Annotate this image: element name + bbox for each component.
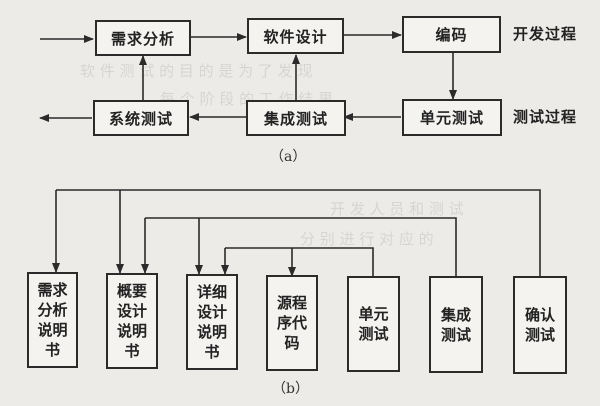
system-test-box: 系统测试 (93, 100, 189, 136)
software-design-box: 软件设计 (247, 18, 344, 54)
high-level-design-spec-label: 概要设计说明书 (116, 282, 147, 360)
acceptance-test-phase-label: 确认测试 (524, 306, 555, 344)
unit-test-phase-box: 单元测试 (347, 276, 400, 372)
development-process-label: 开发过程 (513, 25, 578, 43)
link-integration-test (145, 217, 457, 276)
testing-process-label: 测试过程 (513, 108, 578, 126)
coding-box: 编码 (402, 16, 501, 53)
link-acceptance-test (56, 189, 541, 276)
integration-test-box: 集成测试 (246, 100, 346, 136)
detailed-design-spec-label: 详细设计说明书 (196, 283, 227, 361)
unit-test-box: 单元测试 (402, 99, 502, 136)
requirements-spec-label: 需求分析说明书 (37, 281, 68, 359)
detailed-design-spec-box: 详细设计说明书 (186, 274, 238, 370)
requirements-spec-box: 需求分析说明书 (27, 272, 78, 368)
acceptance-test-phase-box: 确认测试 (513, 276, 567, 374)
source-code-label: 源程序代码 (276, 294, 307, 352)
software-design-label: 软件设计 (263, 27, 328, 46)
unit-test-label: 单元测试 (419, 109, 484, 127)
figure-b-caption: （b） (272, 381, 309, 397)
link-unit-test (225, 247, 374, 276)
integration-test-phase-box: 集成测试 (429, 276, 483, 373)
integration-test-label: 集成测试 (263, 109, 328, 128)
source-code-box: 源程序代码 (266, 275, 318, 371)
unit-test-phase-label: 单元测试 (358, 305, 389, 343)
requirements-analysis-label: 需求分析 (110, 29, 175, 48)
system-test-label: 系统测试 (108, 109, 173, 128)
integration-test-phase-label: 集成测试 (440, 305, 471, 344)
figure-a-caption: （a） (270, 149, 307, 165)
high-level-design-spec-box: 概要设计说明书 (106, 273, 158, 369)
coding-label: 编码 (435, 26, 468, 44)
requirements-analysis-box: 需求分析 (95, 20, 191, 56)
